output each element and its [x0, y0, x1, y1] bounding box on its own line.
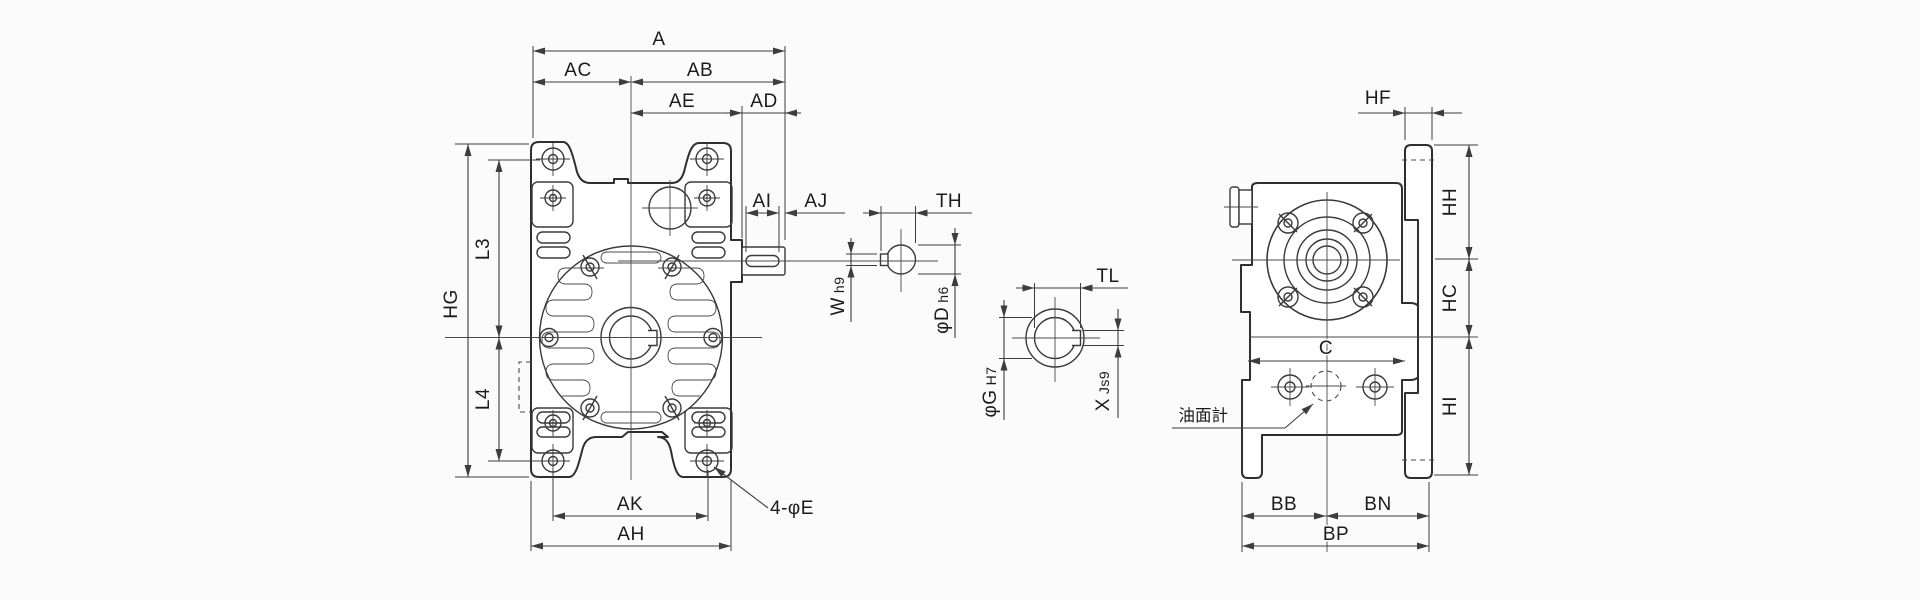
panel-bottom-left	[531, 407, 574, 454]
dim-label-ad: AD	[750, 91, 777, 112]
dim-label-x: X Js9	[1093, 371, 1114, 411]
dim-label-ai: AI	[753, 191, 772, 212]
dim-label-l4: L4	[473, 388, 494, 410]
dim-label-tl: TL	[1096, 266, 1119, 287]
mounting-flange-profile	[1404, 144, 1433, 479]
dimension-labels: A AC AB AE AD AI AJ HG L3 L4 AK AH 4-φE …	[440, 28, 1463, 547]
dim-label-w-fit: h9	[831, 276, 847, 293]
dim-label-ah: AH	[617, 524, 644, 545]
center-lines-sections	[1012, 297, 1100, 382]
dim-label-d-fit: h6	[935, 286, 951, 303]
dim-label-g-fit: H7	[983, 366, 999, 385]
dim-label-g: φG H7	[980, 366, 1001, 417]
bore-keyway-notch	[648, 329, 658, 347]
panel-top-left	[531, 181, 574, 228]
hidden-side-plug	[518, 361, 531, 413]
assembly-screws	[540, 185, 720, 436]
dimension-connectors	[742, 112, 1432, 359]
shaft-key-section	[879, 244, 917, 275]
cooling-slots	[536, 231, 726, 438]
dim-label-w: Wh9	[828, 276, 849, 315]
dim-label-x-fit: Js9	[1096, 371, 1112, 394]
dim-label-a: A	[652, 29, 665, 50]
key-profile	[879, 253, 889, 267]
extension-lines-front	[455, 46, 786, 551]
panel-bottom-right	[684, 407, 733, 454]
dim-label-ac: AC	[564, 60, 591, 81]
dim-label-ae: AE	[669, 91, 695, 112]
dim-label-hg: HG	[441, 289, 462, 319]
dim-label-aj: AJ	[804, 191, 827, 212]
dim-label-g-main: φG	[980, 389, 1001, 417]
side-view-outline	[1240, 182, 1421, 479]
dim-label-hi: HI	[1440, 396, 1461, 416]
dim-label-d: φD h6	[932, 286, 953, 334]
dim-label-ab: AB	[687, 60, 713, 81]
center-lines-front	[445, 76, 938, 480]
dim-label-bn: BN	[1364, 494, 1391, 515]
hole-note-leader	[713, 466, 769, 509]
extension-lines-side	[1241, 107, 1478, 552]
dim-label-ak: AK	[617, 494, 643, 515]
dim-label-bp: BP	[1323, 524, 1349, 545]
flange-hole-hidden-lines	[1402, 159, 1435, 461]
dim-label-bb: BB	[1271, 494, 1297, 515]
oil-gauge-text: 油面計	[1179, 406, 1229, 425]
oil-gauge-leader	[1172, 403, 1314, 429]
dim-label-l3: L3	[473, 238, 494, 260]
bearing-cover-screws	[1277, 212, 1374, 308]
dim-label-hc: HC	[1440, 284, 1461, 312]
front-view	[518, 141, 786, 478]
dim-label-c: C	[1319, 338, 1333, 359]
dim-label-x-main: X	[1093, 398, 1114, 411]
center-lines-side	[1224, 192, 1478, 552]
dim-label-hh: HH	[1440, 188, 1461, 216]
hole-note-label: 4-φE	[770, 498, 814, 519]
dim-label-th: TH	[936, 191, 962, 212]
dim-label-d-main: φD	[932, 307, 953, 334]
dim-label-hf: HF	[1365, 88, 1391, 109]
extension-lines-sections	[846, 206, 1124, 359]
dim-label-w-main: W	[828, 297, 849, 315]
panel-top-right	[684, 181, 733, 228]
dimension-lines	[464, 47, 1473, 550]
